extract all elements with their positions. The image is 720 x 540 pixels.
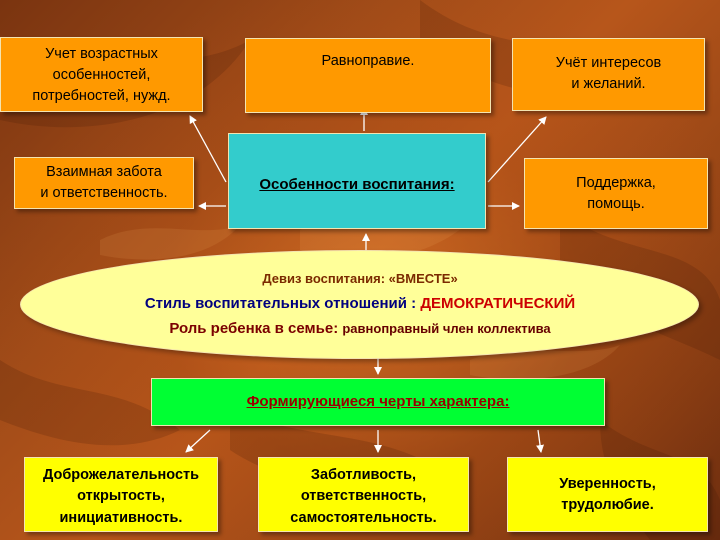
box-confidence-line-2: трудолюбие.	[561, 497, 654, 514]
box-features-title: Особенности воспитания:	[259, 176, 455, 193]
box-equality: Равноправие.	[245, 38, 491, 113]
box-kindness: Доброжелательность открытость, инициатив…	[24, 457, 218, 532]
style-value: ДЕМОКРАТИЧЕСКИЙ	[420, 295, 576, 312]
box-caring-line-3: самостоятельность.	[290, 509, 437, 526]
box-age-line-1: Учет возрастных	[45, 46, 158, 62]
style-label: Стиль воспитательных отношений :	[144, 295, 421, 312]
child-role-line: Роль ребенка в семье: равноправный член …	[0, 320, 720, 337]
motto-ellipse	[20, 250, 699, 359]
box-care-line-2: и ответственность.	[40, 185, 168, 202]
box-mutual-care: Взаимная забота и ответственность.	[14, 157, 194, 209]
box-support: Поддержка, помощь.	[524, 158, 708, 229]
child-role-label: Роль ребенка в семье:	[169, 320, 343, 337]
box-interests: Учёт интересов и желаний.	[512, 38, 705, 111]
box-traits-title: Формирующиеся черты характера:	[246, 393, 510, 410]
box-support-line-1: Поддержка,	[576, 175, 656, 191]
box-character-traits: Формирующиеся черты характера:	[151, 378, 605, 426]
style-line: Стиль воспитательных отношений : ДЕМОКРА…	[0, 295, 720, 312]
box-caring-line-1: Заботливость,	[310, 467, 417, 483]
box-support-line-2: помощь.	[587, 196, 645, 213]
box-upbringing-features: Особенности воспитания:	[228, 133, 486, 229]
child-role-value: равноправный член коллектива	[342, 321, 551, 336]
box-interests-line-1: Учёт интересов	[555, 55, 662, 71]
box-kindness-line-3: инициативность.	[59, 509, 183, 526]
box-age-needs: Учет возрастных особенностей, потребност…	[0, 37, 203, 112]
box-equality-line-1: Равноправие.	[321, 53, 415, 69]
box-kindness-line-2: открытость,	[77, 488, 165, 505]
motto-line: Девиз воспитания: «ВМЕСТЕ»	[262, 271, 458, 286]
box-kindness-line-1: Доброжелательность	[42, 467, 200, 483]
box-confidence: Уверенность, трудолюбие.	[507, 457, 708, 532]
box-care-line-1: Взаимная забота	[46, 164, 162, 180]
box-caring-line-2: ответственность,	[300, 488, 427, 505]
box-confidence-line-1: Уверенность,	[559, 476, 656, 492]
box-age-line-3: потребностей, нужд.	[32, 88, 171, 105]
box-interests-line-2: и желаний.	[571, 76, 646, 93]
box-caring: Заботливость, ответственность, самостоят…	[258, 457, 469, 532]
box-age-line-2: особенностей,	[52, 67, 151, 84]
